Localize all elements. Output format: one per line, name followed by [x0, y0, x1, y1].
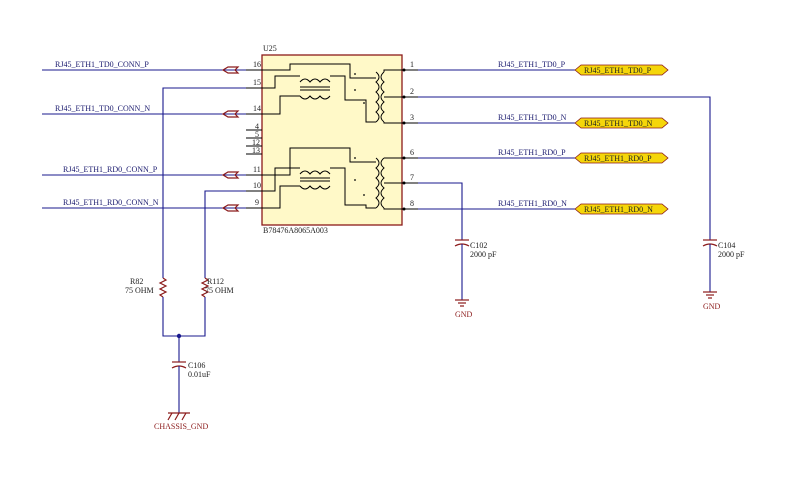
pin-9: 9	[255, 198, 259, 207]
pin-8: 8	[410, 199, 414, 208]
resistor-wires	[162, 297, 206, 362]
c104-ref: C104	[718, 241, 735, 250]
port-td-p[interactable]: RJ45_ETH1_TD0_P	[574, 64, 669, 76]
pin-5: 5	[255, 130, 259, 139]
net-label-rd-p: RJ45_ETH1_RD0_P	[498, 148, 566, 157]
pin-2: 2	[410, 87, 414, 96]
r112-value: 75 OHM	[205, 286, 234, 295]
port-td-n[interactable]: RJ45_ETH1_TD0_N	[574, 117, 669, 129]
r112-ref: R112	[207, 277, 224, 286]
pin-15: 15	[253, 78, 261, 87]
right-pins	[402, 68, 418, 211]
net-label-td-p: RJ45_ETH1_TD0_P	[498, 60, 566, 69]
ground-label-2: GND	[703, 302, 721, 311]
port-rd-p[interactable]: RJ45_ETH1_RD0_P	[574, 152, 669, 164]
c102-value: 2000 pF	[470, 250, 497, 259]
net-tie-icons	[221, 66, 240, 212]
net-label-rd-conn-n: RJ45_ETH1_RD0_CONN_N	[63, 198, 159, 207]
left-pins	[246, 69, 262, 209]
chassis-ground-icon	[167, 412, 190, 421]
ic-part-number: B78476A8065A003	[263, 226, 328, 235]
resistor-r82[interactable]	[158, 277, 168, 298]
pin-16: 16	[253, 60, 261, 69]
resistor-r112[interactable]	[200, 277, 210, 298]
c106-ref: C106	[188, 361, 205, 370]
port-rd-p-label: RJ45_ETH1_RD0_P	[584, 154, 652, 163]
transformer-bottom	[262, 147, 402, 210]
c102-ref: C102	[470, 241, 487, 250]
net-label-rd-n: RJ45_ETH1_RD0_N	[498, 199, 567, 208]
pin-3: 3	[410, 113, 414, 122]
ground-icon-2	[703, 291, 717, 299]
port-td-n-label: RJ45_ETH1_TD0_N	[584, 119, 653, 128]
net-label-rd-conn-p: RJ45_ETH1_RD0_CONN_P	[63, 165, 158, 174]
port-td-p-label: RJ45_ETH1_TD0_P	[584, 66, 652, 75]
r82-value: 75 OHM	[125, 286, 154, 295]
net-label-td-conn-n: RJ45_ETH1_TD0_CONN_N	[55, 104, 150, 113]
ground-icon-1	[455, 299, 469, 307]
pin-11: 11	[253, 165, 261, 174]
pin-6: 6	[410, 148, 414, 157]
chassis-ground-label: CHASSIS_GND	[154, 422, 208, 431]
c106-value: 0.01uF	[188, 370, 211, 379]
pin-1: 1	[410, 60, 414, 69]
pin-12: 12	[252, 138, 260, 147]
r82-ref: R82	[130, 277, 143, 286]
ground-label-1: GND	[455, 310, 473, 319]
net-label-td-n: RJ45_ETH1_TD0_N	[498, 113, 567, 122]
pin-4: 4	[255, 122, 259, 131]
pin-13: 13	[252, 146, 260, 155]
capacitor-c106[interactable]	[171, 361, 187, 413]
capacitor-c104[interactable]	[702, 239, 718, 292]
net-label-td-conn-p: RJ45_ETH1_TD0_CONN_P	[55, 60, 149, 69]
left-wires	[42, 69, 246, 278]
pin-7: 7	[410, 173, 414, 182]
ic-ref: U25	[263, 44, 277, 53]
port-rd-n-label: RJ45_ETH1_RD0_N	[584, 205, 653, 214]
capacitor-c102[interactable]	[454, 239, 470, 300]
c104-value: 2000 pF	[718, 250, 745, 259]
pin-10: 10	[253, 181, 261, 190]
pin-14: 14	[253, 104, 261, 113]
transformer-top	[262, 63, 402, 124]
right-wires	[418, 69, 711, 240]
ic-body[interactable]	[261, 54, 403, 226]
port-rd-n[interactable]: RJ45_ETH1_RD0_N	[574, 203, 669, 215]
